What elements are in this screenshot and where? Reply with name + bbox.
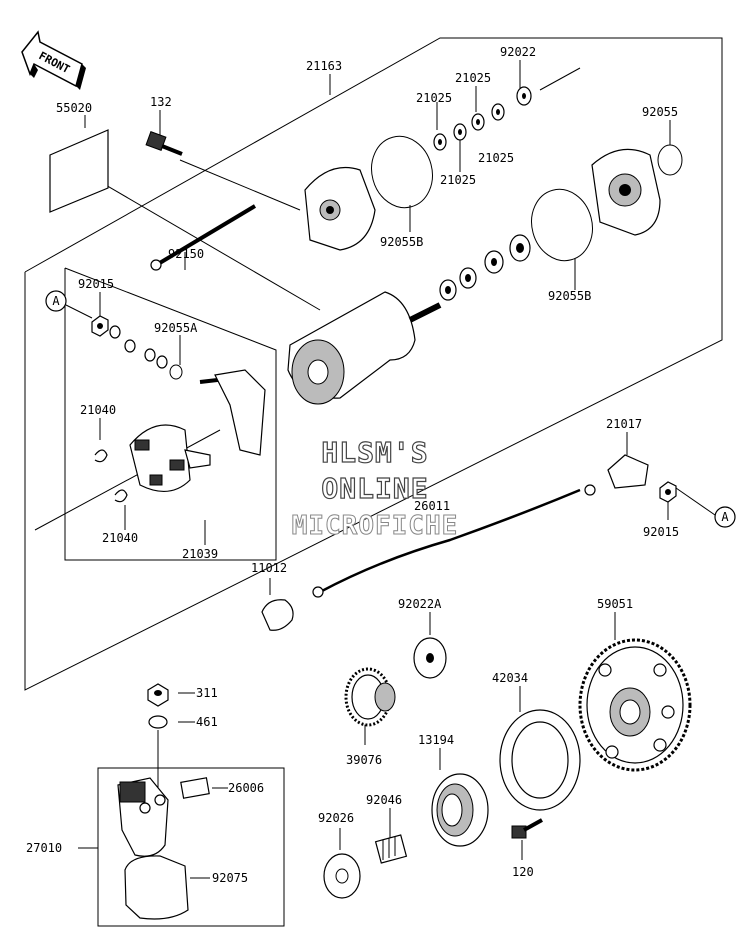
svg-text:A: A: [52, 294, 60, 308]
part-label-92046: 92046: [366, 793, 402, 807]
part-label-461: 461: [196, 715, 218, 729]
motor-yoke: [287, 291, 442, 405]
part-label-21025-d: 21025: [440, 173, 476, 187]
part-label-42034: 42034: [492, 671, 528, 685]
boot-21017: [607, 454, 649, 489]
label-sticker: [49, 129, 109, 213]
part-label-55020: 55020: [56, 101, 92, 115]
svg-text:A: A: [721, 510, 729, 524]
part-label-92075: 92075: [212, 871, 248, 885]
brush-group-frame: [64, 267, 277, 561]
part-label-92055B-right: 92055B: [548, 289, 591, 303]
part-label-92015-left: 92015: [78, 277, 114, 291]
rear-cover: [304, 166, 376, 251]
part-label-21040-bottom: 21040: [102, 531, 138, 545]
ref-marker-left: A: [45, 290, 67, 312]
part-label-11012: 11012: [251, 561, 287, 575]
brush-spring-bottom: [114, 489, 128, 503]
part-label-21040-top: 21040: [80, 403, 116, 417]
part-label-13194: 13194: [418, 733, 454, 747]
bolt-120: [511, 818, 543, 839]
part-label-92055A: 92055A: [154, 321, 198, 335]
relay-boot: [124, 855, 189, 920]
part-label-120: 120: [512, 865, 534, 879]
o-ring-92055B-top: [371, 135, 433, 209]
washer-92022A: [413, 637, 447, 679]
watermark-line-2: ONLINE: [321, 472, 428, 505]
part-label-26006: 26006: [228, 781, 264, 795]
part-label-92055B-top: 92055B: [380, 235, 423, 249]
part-label-21017: 21017: [606, 417, 642, 431]
part-label-92015-right: 92015: [643, 525, 679, 539]
part-label-132: 132: [150, 95, 172, 109]
o-ring-92055: [657, 144, 683, 176]
ref-marker-right: A: [714, 506, 736, 528]
washer-92026: [323, 853, 361, 899]
part-label-21039: 21039: [182, 547, 218, 561]
fuse-26006: [180, 777, 210, 799]
part-label-92055: 92055: [642, 105, 678, 119]
part-label-92022: 92022: [500, 45, 536, 59]
starter-cable: [312, 484, 596, 598]
front-arrow-icon: FRONT: [21, 30, 86, 90]
part-label-26011: 26011: [414, 499, 450, 513]
washer-stack-mid: [439, 234, 531, 301]
starter-relay: [117, 777, 169, 857]
terminal-bolt: [199, 369, 266, 456]
washer-461: [148, 715, 168, 729]
relay-group-frame: [97, 767, 285, 927]
idle-gear: [344, 667, 396, 727]
through-bolt: [150, 204, 257, 271]
part-label-92022A: 92022A: [398, 597, 442, 611]
starter-gear: [578, 638, 692, 772]
part-label-311: 311: [196, 686, 218, 700]
part-label-21025-c: 21025: [478, 151, 514, 165]
part-label-21025-b: 21025: [416, 91, 452, 105]
cap-11012: [261, 599, 294, 631]
watermark: HLSM'S ONLINE MICROFICHE: [291, 435, 459, 541]
o-ring-92055B-right: [531, 188, 593, 262]
nut-311: [147, 683, 169, 707]
one-way-clutch: [431, 773, 489, 847]
part-label-39076: 39076: [346, 753, 382, 767]
watermark-line-1: HLSM'S: [321, 436, 428, 469]
one-way-clutch-housing: [499, 709, 581, 811]
needle-bearing: [374, 834, 408, 864]
starter-group-frame: [24, 37, 723, 691]
part-label-92026: 92026: [318, 811, 354, 825]
nut-washers-left: [91, 315, 183, 380]
part-label-21025-a: 21025: [455, 71, 491, 85]
brush-holder-plate: [129, 424, 211, 492]
part-labels: 55020 132 21163 92022 21025 21025 21025 …: [26, 45, 679, 885]
part-label-27010: 27010: [26, 841, 62, 855]
watermark-line-3: MICROFICHE: [292, 511, 459, 541]
washer-stack-top: [433, 86, 532, 151]
part-label-92150: 92150: [168, 247, 204, 261]
part-label-59051: 59051: [597, 597, 633, 611]
nut-right: [659, 481, 677, 503]
front-cover: [591, 148, 661, 236]
bolt-132: [145, 131, 183, 156]
brush-spring-top: [94, 449, 108, 463]
part-label-21163: 21163: [306, 59, 342, 73]
